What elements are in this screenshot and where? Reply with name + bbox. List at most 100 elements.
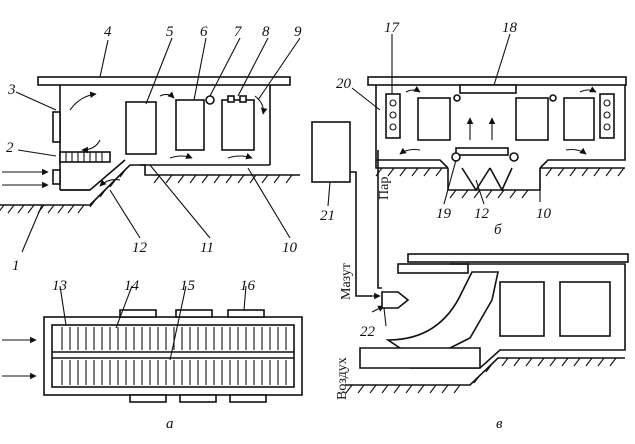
burner-22 — [381, 291, 410, 309]
roof-b — [367, 76, 627, 86]
flow-a4 — [254, 95, 268, 115]
ramp-12 — [60, 159, 126, 191]
nozzle-19a — [451, 152, 461, 162]
ground-a — [0, 164, 300, 206]
flow-a2 — [81, 139, 101, 154]
panel-label-a: а — [166, 416, 174, 432]
callout-12-b: 12 — [474, 206, 490, 222]
furnace-wall-b — [375, 85, 626, 169]
grate-bars — [65, 152, 103, 162]
billet-5 — [125, 101, 157, 155]
nozzle-19b — [509, 152, 519, 162]
callout-22: 22 — [360, 324, 376, 340]
callout-10-b: 10 — [536, 206, 552, 222]
tank-21 — [311, 121, 351, 183]
nozzle-17c — [389, 123, 397, 131]
door-top-1 — [119, 309, 157, 318]
callout-17: 17 — [384, 20, 401, 36]
ground-hatch-a — [0, 168, 293, 214]
billet-b3 — [563, 97, 595, 141]
burner-19 — [461, 167, 513, 192]
grate-b — [455, 147, 509, 156]
nozzle-r-a — [603, 99, 611, 107]
door-3 — [52, 111, 61, 143]
callout-11: 11 — [200, 240, 214, 256]
callout-19: 19 — [436, 206, 452, 222]
callout-16: 16 — [240, 278, 256, 294]
callout-20: 20 — [336, 76, 352, 92]
callout-12: 12 — [132, 240, 148, 256]
refractory-v — [385, 271, 499, 353]
sensor-b2 — [549, 94, 557, 102]
hearth-b — [447, 168, 541, 191]
door-bot-1 — [129, 394, 167, 403]
panel-a-plan — [2, 309, 303, 403]
panel-b-section — [367, 76, 627, 199]
panel-v-section — [345, 253, 629, 394]
hearth-v — [359, 347, 481, 369]
panel-a-section — [0, 76, 300, 214]
nozzle-r-c — [603, 123, 611, 131]
marker-8 — [227, 95, 235, 103]
sensor-7 — [205, 95, 215, 105]
billet-v2 — [559, 281, 611, 337]
flow-b2 — [579, 86, 597, 93]
panel-label-v: в — [496, 416, 503, 432]
ground-hatch-b — [375, 167, 625, 199]
door-top-2 — [175, 309, 213, 318]
flow-a3 — [159, 91, 175, 99]
nozzle-r-b — [603, 111, 611, 119]
door-top-16 — [227, 309, 265, 318]
burner-col-17 — [385, 93, 401, 139]
label-steam: Пар — [377, 177, 392, 200]
callout-21: 21 — [320, 208, 335, 224]
callout-7: 7 — [234, 24, 243, 40]
flow-b1 — [405, 85, 421, 93]
callout-1: 1 — [12, 258, 20, 274]
roof-v — [407, 253, 629, 263]
callout-4: 4 — [104, 24, 112, 40]
nozzle-17b — [389, 111, 397, 119]
label-air: Воздух — [335, 357, 350, 400]
billet-6 — [175, 99, 205, 151]
leader-lines — [15, 33, 541, 361]
callout-13: 13 — [52, 278, 67, 294]
callout-14: 14 — [124, 278, 140, 294]
billet-v1 — [499, 281, 545, 337]
ground-b — [375, 160, 625, 169]
billet-row-15 — [61, 360, 287, 385]
door-lower — [52, 169, 61, 185]
flow-b6 — [565, 147, 587, 155]
pipe-steam — [377, 150, 382, 289]
callout-18: 18 — [502, 20, 518, 36]
label-fuel-oil: Мазут — [339, 263, 354, 300]
plan-inner — [51, 324, 295, 388]
billet-b1 — [417, 97, 451, 141]
callout-15: 15 — [180, 278, 196, 294]
callout-3: 3 — [7, 82, 16, 98]
recuperator-18 — [459, 84, 517, 94]
flow-a6 — [227, 152, 253, 160]
callout-6: 6 — [200, 24, 208, 40]
door-bot-2 — [179, 394, 217, 403]
door-bot-3 — [229, 394, 267, 403]
ground-hatch-v — [345, 357, 617, 394]
callout-9: 9 — [294, 24, 302, 40]
marker-8b — [239, 95, 247, 103]
rail-mid — [52, 351, 294, 359]
ground-v — [345, 357, 625, 386]
roof-4 — [37, 76, 291, 86]
callout-5: 5 — [166, 24, 174, 40]
billet-b2 — [515, 97, 549, 141]
panel-label-b: б — [494, 222, 502, 238]
callout-2: 2 — [6, 140, 14, 156]
billet-9 — [221, 99, 255, 151]
callout-10: 10 — [282, 240, 298, 256]
flow-a5 — [169, 152, 193, 159]
flow-a1 — [69, 91, 97, 111]
billet-row-14 — [61, 327, 287, 350]
sensor-b1 — [453, 94, 461, 102]
grate-v — [397, 263, 469, 274]
burner-col-right — [599, 93, 615, 139]
